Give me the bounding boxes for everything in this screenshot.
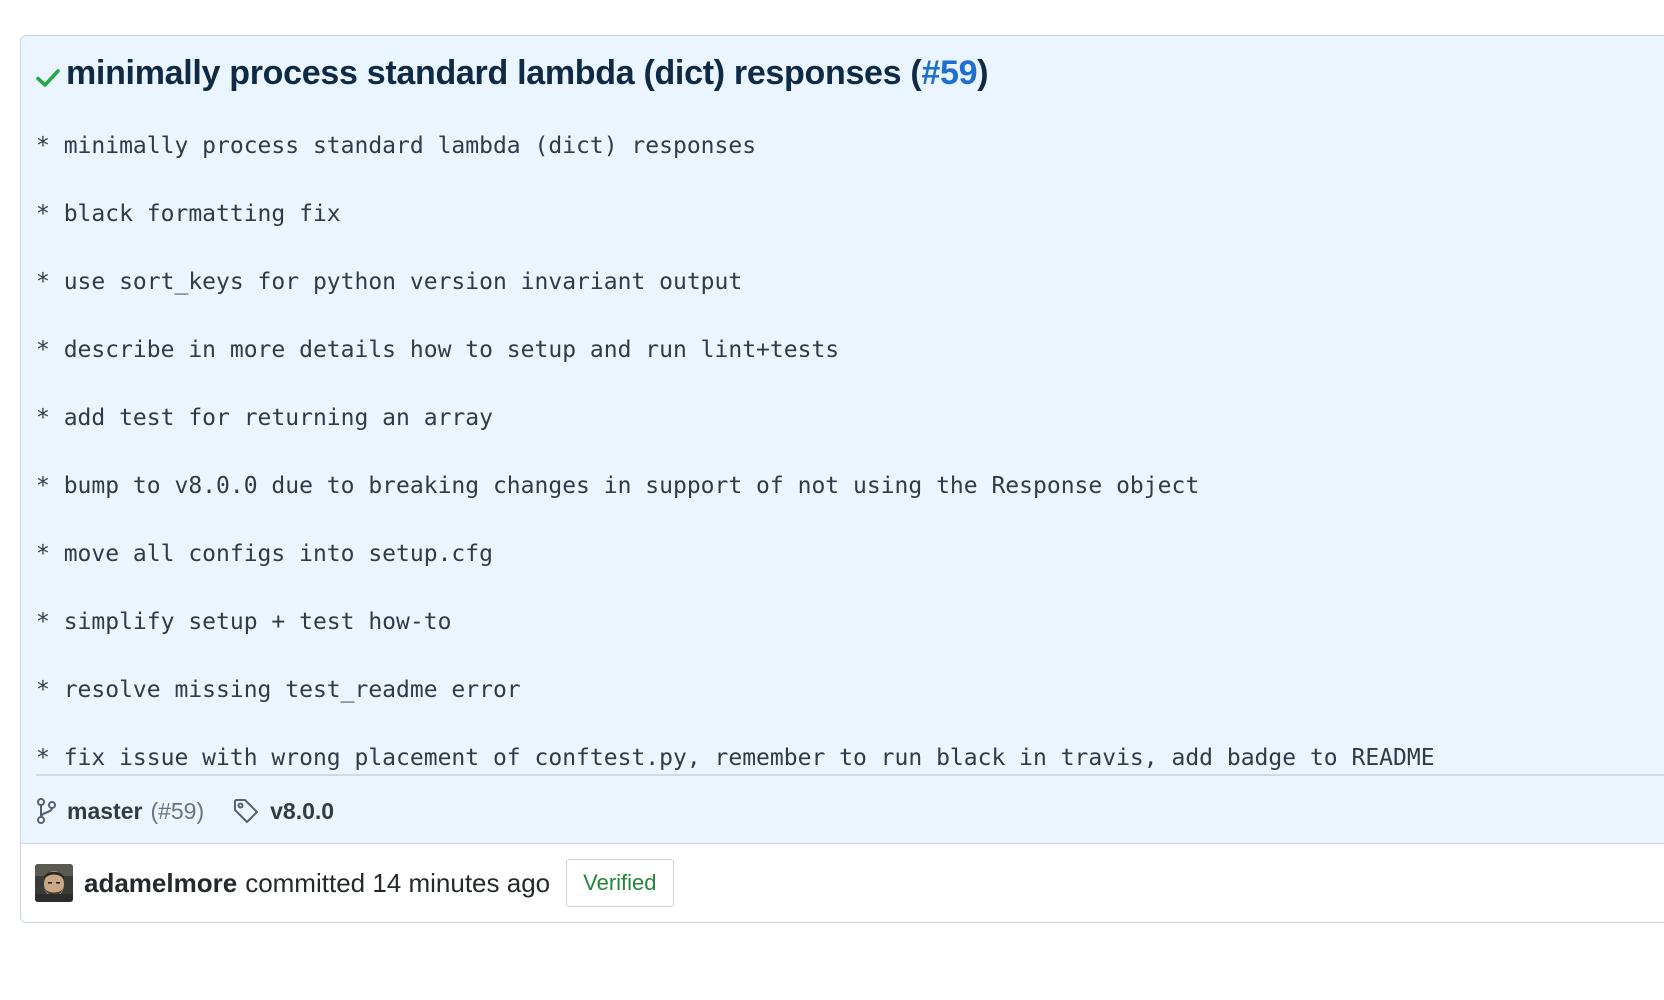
commit-title-text: minimally process standard lambda (dict)…	[66, 54, 922, 92]
commit-title: minimally process standard lambda (dict)…	[66, 54, 989, 93]
avatar[interactable]	[35, 864, 73, 902]
author-link[interactable]: adamelmore	[84, 867, 238, 898]
commit-message-line: * simplify setup + test how-to	[36, 609, 452, 635]
verified-badge[interactable]: Verified	[566, 859, 674, 907]
check-icon[interactable]	[35, 65, 61, 91]
commit-time: committed 14 minutes ago	[245, 867, 551, 898]
git-branch-icon	[35, 797, 59, 825]
commit-message-line: * resolve missing test_readme error	[36, 677, 521, 703]
tag-link[interactable]: v8.0.0	[270, 797, 335, 824]
branch-link[interactable]: master	[67, 797, 143, 824]
pr-link[interactable]: #59	[921, 54, 978, 92]
commit-message-line: * bump to v8.0.0 due to breaking changes…	[36, 473, 1200, 499]
commit-message-line: * move all configs into setup.cfg	[36, 541, 493, 567]
commit-message-body: * minimally process standard lambda (dic…	[36, 112, 1435, 792]
commit-message-line: * fix issue with wrong placement of conf…	[36, 745, 1435, 771]
commit-refs: master (#59) v8.0.0	[35, 791, 334, 831]
commit-meta: adamelmore committed 14 minutes ago Veri…	[35, 858, 674, 908]
commit-card: minimally process standard lambda (dict)…	[20, 35, 1664, 923]
commit-title-close: )	[977, 54, 989, 92]
commit-title-row: minimally process standard lambda (dict)…	[35, 54, 989, 93]
commit-message-line: * add test for returning an array	[36, 405, 493, 431]
commit-header: minimally process standard lambda (dict)…	[21, 36, 1664, 844]
commit-message-line: * black formatting fix	[36, 201, 341, 227]
commit-message-line: * describe in more details how to setup …	[36, 337, 840, 363]
commit-message-line: * minimally process standard lambda (dic…	[36, 133, 757, 159]
divider	[36, 774, 1664, 776]
commit-message-line: * use sort_keys for python version invar…	[36, 269, 743, 295]
branch-pr-ref[interactable]: (#59)	[150, 797, 205, 824]
tag-icon	[232, 797, 260, 825]
